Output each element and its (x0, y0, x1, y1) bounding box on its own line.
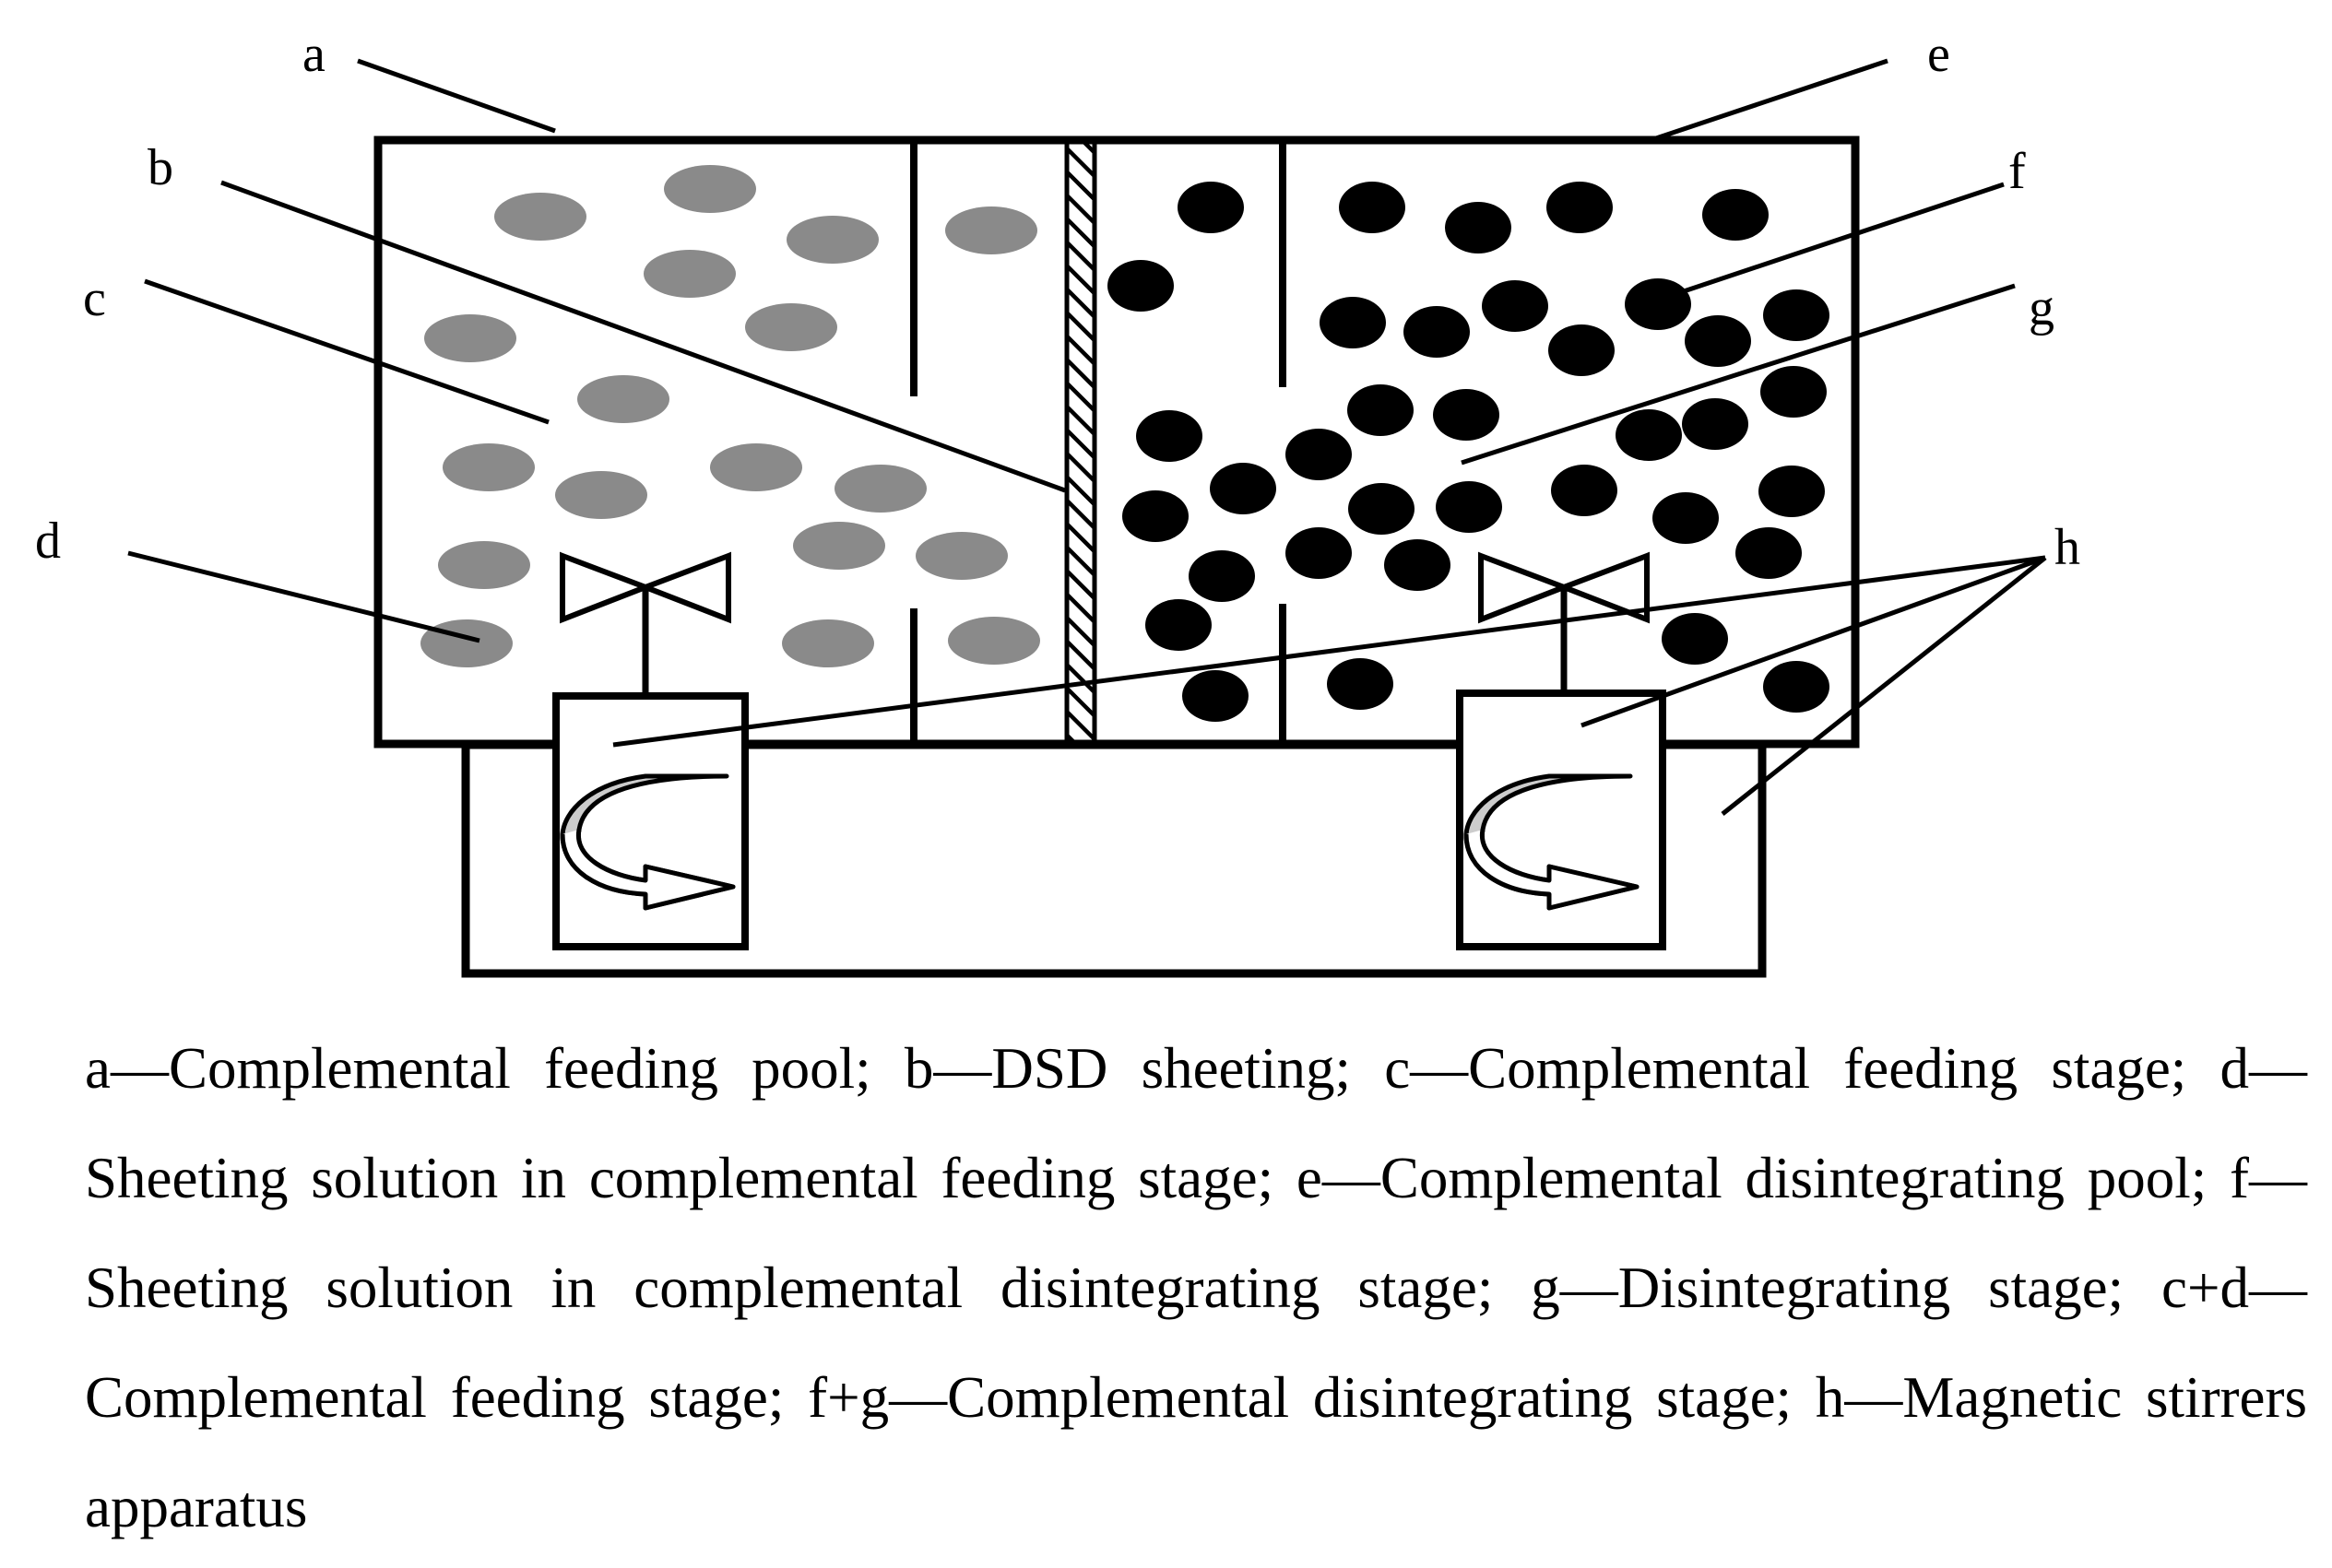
disintegrating-particle (1327, 658, 1393, 710)
disintegrating-particle (1178, 182, 1244, 233)
feeding-particle (664, 165, 756, 213)
disintegrating-particle (1763, 661, 1829, 713)
feeding-particle (745, 303, 837, 351)
disintegrating-particles (1107, 182, 1829, 722)
disintegrating-particle (1482, 280, 1548, 332)
disintegrating-particle (1320, 297, 1386, 348)
disintegrating-particle (1285, 429, 1352, 480)
disintegrating-particle (1403, 306, 1470, 358)
disintegrating-particle (1735, 527, 1802, 579)
dsd-sheeting (1064, 139, 1097, 745)
label-f: f (2008, 143, 2026, 200)
feeding-particle (420, 619, 513, 667)
disintegrating-particle (1445, 202, 1511, 253)
disintegrating-particle (1136, 410, 1202, 462)
disintegrating-particle (1122, 490, 1189, 542)
disintegrating-particle (1285, 527, 1352, 579)
feeding-particle (443, 443, 535, 491)
label-h: h (2054, 519, 2080, 576)
disintegrating-particle (1758, 466, 1825, 517)
disintegrating-particle (1760, 366, 1827, 418)
disintegrating-particle (1347, 384, 1414, 436)
disintegrating-particle (1384, 539, 1450, 591)
baffles (910, 140, 1286, 744)
label-d: d (35, 513, 61, 570)
disintegrating-particle (1652, 492, 1719, 544)
disintegrating-particle (1763, 289, 1829, 341)
feeding-particle (793, 522, 885, 570)
feeding-particle (424, 314, 516, 362)
label-b: b (148, 139, 173, 196)
disintegrating-particle (1702, 189, 1769, 241)
feeding-particle (494, 193, 586, 241)
disintegrating-particle (1546, 182, 1613, 233)
disintegrating-particle (1145, 599, 1212, 651)
main-tank (373, 136, 1860, 749)
disintegrating-particle (1107, 260, 1174, 312)
feeding-particle (555, 471, 647, 519)
valve-left-icon (560, 551, 731, 696)
feeding-particle (710, 443, 802, 491)
disintegrating-particle (1339, 182, 1405, 233)
disintegrating-particle (1210, 463, 1276, 514)
label-e: e (1927, 26, 1950, 83)
label-g: g (2029, 279, 2054, 336)
feeding-particles (420, 165, 1040, 667)
disintegrating-particle (1685, 315, 1751, 367)
label-c: c (83, 270, 106, 327)
disintegrating-particle (1548, 324, 1615, 376)
disintegrating-particle (1682, 398, 1748, 450)
feeding-particle (644, 250, 736, 298)
feeding-particle (835, 465, 927, 513)
leader-lines (127, 58, 2047, 816)
feeding-particle (948, 617, 1040, 665)
feeding-particle (916, 532, 1008, 580)
feeding-particle (577, 375, 669, 423)
label-a: a (302, 26, 326, 83)
apparatus-diagram: a b c d e f g h (35, 26, 2080, 978)
feeding-particle (782, 619, 874, 667)
disintegrating-particle (1348, 483, 1415, 535)
magnetic-stirrer-right (1456, 690, 1666, 950)
disintegrating-particle (1551, 465, 1617, 516)
disintegrating-particle (1616, 409, 1682, 461)
figure-caption: a—Complemental feeding pool; b—DSD sheet… (85, 1036, 2307, 1539)
valve-right-icon (1478, 551, 1650, 696)
feeding-particle (787, 216, 879, 264)
disintegrating-particle (1436, 481, 1502, 533)
disintegrating-particle (1182, 670, 1249, 722)
feeding-particle (438, 541, 530, 589)
disintegrating-particle (1662, 613, 1728, 665)
feeding-particle (945, 206, 1037, 254)
disintegrating-particle (1433, 389, 1499, 441)
disintegrating-particle (1625, 278, 1691, 330)
disintegrating-particle (1189, 550, 1255, 602)
